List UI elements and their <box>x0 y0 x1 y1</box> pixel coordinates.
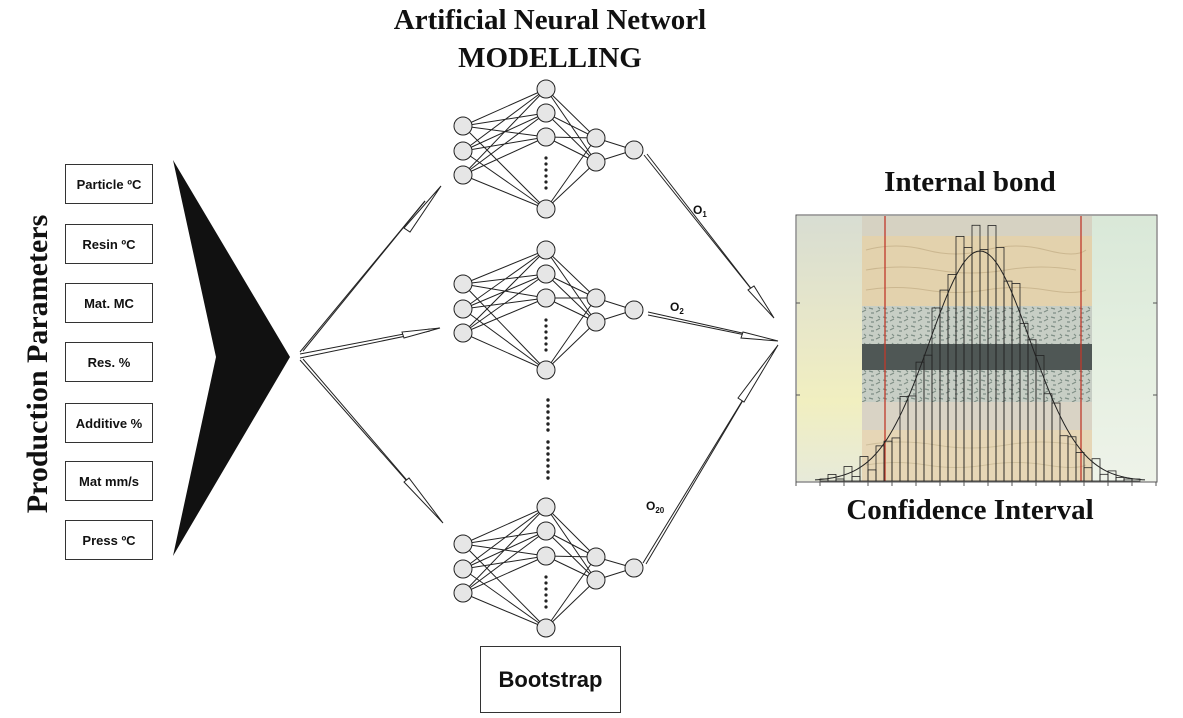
histogram-bar <box>843 466 853 482</box>
bootstrap-box: Bootstrap <box>480 646 621 713</box>
network-2-input-node <box>453 323 473 343</box>
network-1-hidden-node <box>536 79 556 99</box>
normal-fit-curve <box>814 250 1146 481</box>
particleboard-sample-image <box>862 216 1092 481</box>
network-20-input-node <box>453 583 473 603</box>
network-20-hidden-node <box>536 618 556 638</box>
network-ellipsis-dots <box>546 398 550 480</box>
network-1-hidden2-node <box>586 128 606 148</box>
param-box-particle-temp: Particle ºC <box>65 164 153 204</box>
network-20-output-node <box>624 558 644 578</box>
diagram-title-line1: Artificial Neural Networl <box>393 4 707 36</box>
network-1-input-node <box>453 116 473 136</box>
network-2-hidden-node <box>536 360 556 380</box>
network-2-input-node <box>453 274 473 294</box>
network-20-hidden2-node <box>586 547 606 567</box>
output-label-o2: O2 <box>670 300 684 316</box>
diagram-title-line2: MODELLING <box>458 42 642 74</box>
param-box-mat-speed: Mat mm/s <box>65 461 153 501</box>
background-photo-right <box>1090 216 1156 481</box>
network-1-output-node <box>624 140 644 160</box>
network-2-hidden2-node <box>586 312 606 332</box>
network-1-input-node <box>453 165 473 185</box>
histogram-bars <box>819 224 1141 482</box>
histogram-bar <box>1075 452 1085 482</box>
network-20-input-node <box>453 534 473 554</box>
neural-network-20 <box>453 497 644 638</box>
network-1-input-node <box>453 141 473 161</box>
param-box-resin-percent: Res. % <box>65 342 153 382</box>
param-box-press-temp: Press ºC <box>65 520 153 560</box>
network-2-output-node <box>624 300 644 320</box>
network-2-input-node <box>453 299 473 319</box>
network-2-ellipsis-dots <box>544 318 548 352</box>
param-box-additive-percent: Additive % <box>65 403 153 443</box>
network-20-hidden-node <box>536 546 556 566</box>
histogram-bar <box>827 474 837 482</box>
network-20-connections <box>462 506 635 629</box>
confidence-interval-title: Confidence Interval <box>846 494 1094 526</box>
axis-ticks <box>795 302 1157 486</box>
internal-bond-title: Internal bond <box>884 166 1056 198</box>
network-20-hidden-node <box>536 521 556 541</box>
histogram-bar <box>1091 458 1101 482</box>
neural-network-1 <box>453 79 644 219</box>
output-label-o1: O1 <box>693 203 707 219</box>
fanout-arrows <box>299 185 444 524</box>
param-box-mat-mc: Mat. MC <box>65 283 153 323</box>
network-2-hidden2-node <box>586 288 606 308</box>
network-1-hidden-node <box>536 103 556 123</box>
network-2-hidden-node <box>536 264 556 284</box>
output-arrows <box>642 153 779 565</box>
histogram-bar <box>859 456 869 482</box>
network-2-hidden-node <box>536 240 556 260</box>
background-photo-left <box>797 216 867 481</box>
network-2-hidden-node <box>536 288 556 308</box>
network-20-input-node <box>453 559 473 579</box>
network-1-hidden-node <box>536 199 556 219</box>
network-1-ellipsis-dots <box>544 156 548 190</box>
output-label-o20: O20 <box>646 499 665 515</box>
network-20-hidden-node <box>536 497 556 517</box>
network-20-hidden2-node <box>586 570 606 590</box>
input-arrowhead-shape <box>173 160 290 556</box>
network-1-hidden2-node <box>586 152 606 172</box>
neural-network-2 <box>453 240 644 380</box>
param-box-resin-temp: Resin ºC <box>65 224 153 264</box>
network-1-hidden-node <box>536 127 556 147</box>
histogram-bar <box>1107 470 1117 482</box>
internal-bond-histogram <box>795 214 1158 486</box>
network-20-ellipsis-dots <box>544 575 548 609</box>
